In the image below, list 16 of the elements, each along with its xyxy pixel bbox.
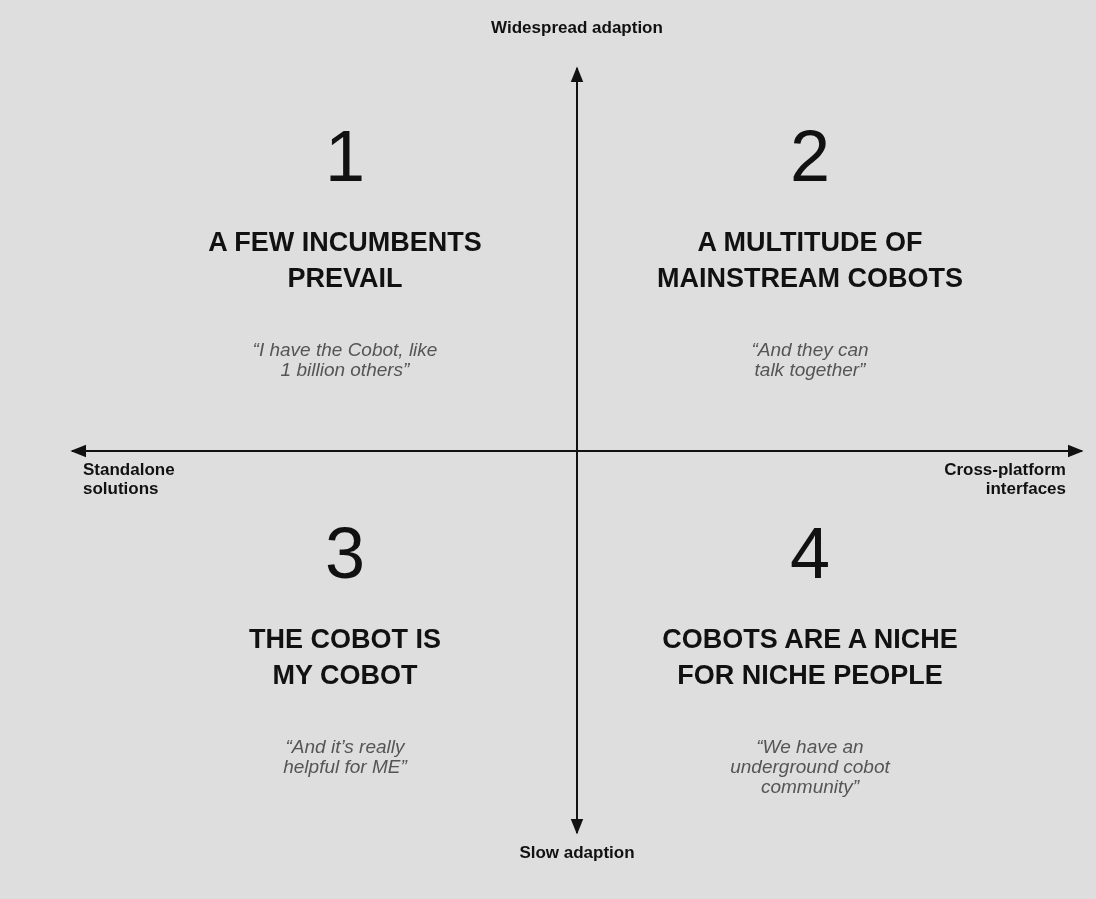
quadrant-number: 1: [324, 118, 365, 194]
quadrant-number: 3: [324, 515, 365, 591]
quote-text: “And they can talk together”: [750, 340, 870, 380]
quadrant-number: 4: [789, 515, 830, 591]
quadrant-heading: A FEW INCUMBENTS PREVAIL: [207, 226, 483, 295]
axis-label: Widespread adaption: [490, 18, 664, 37]
quadrant-heading: A MULTITUDE OF MAINSTREAM COBOTS: [656, 226, 964, 295]
axis-label: Slow adaption: [518, 843, 636, 862]
quote-text: “We have an underground cobot community”: [729, 737, 892, 797]
axis-label: Cross-platform interfaces: [943, 460, 1066, 498]
quadrant-heading: THE COBOT IS MY COBOT: [248, 623, 442, 692]
axis-label: Standalone solutions: [83, 460, 176, 498]
quote-text: “I have the Cobot, like 1 billion others”: [252, 340, 438, 380]
quadrant-heading: COBOTS ARE A NICHE FOR NICHE PEOPLE: [661, 623, 959, 692]
quote-text: “And it’s really helpful for ME”: [282, 737, 409, 777]
quadrant-number: 2: [789, 118, 830, 194]
